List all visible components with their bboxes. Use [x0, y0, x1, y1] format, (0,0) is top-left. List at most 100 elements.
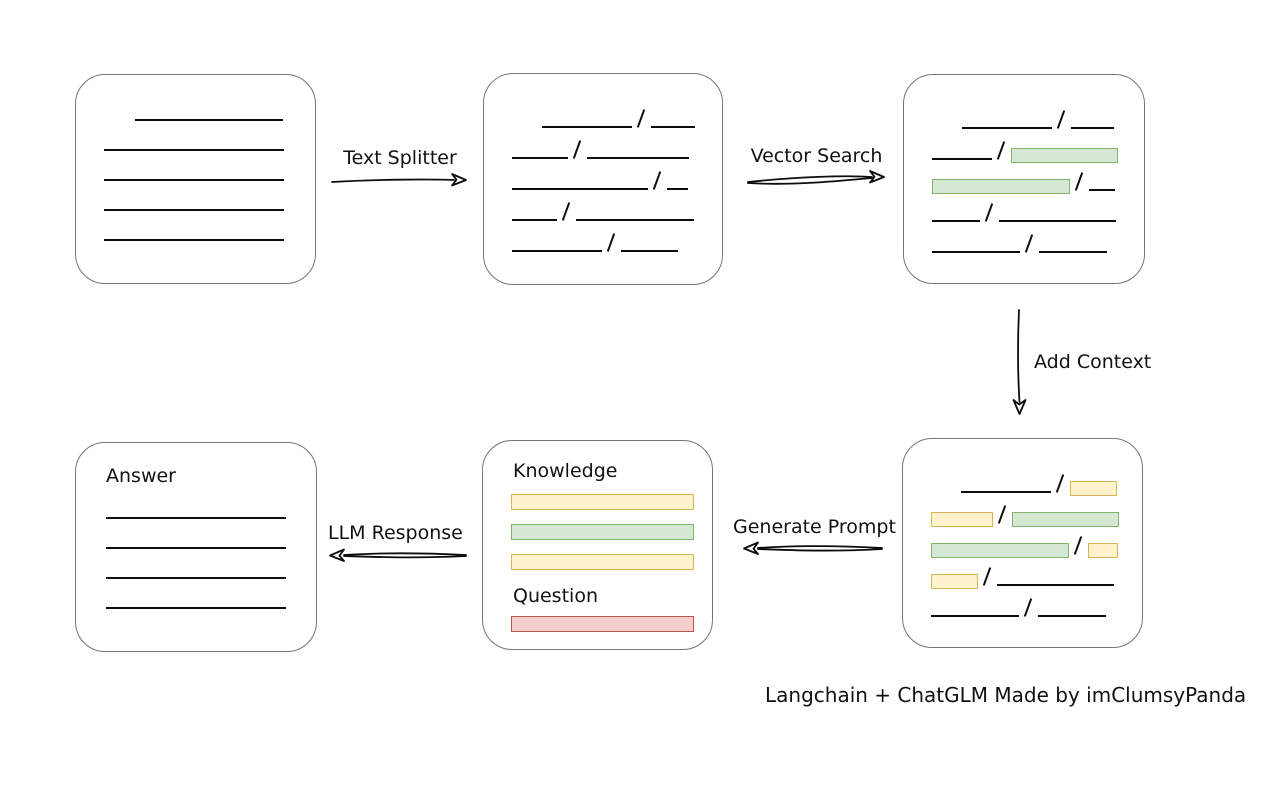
slash-mark [997, 141, 1006, 160]
text-line [104, 239, 284, 241]
text-row [512, 128, 722, 159]
text-line [587, 157, 689, 159]
text-row [104, 151, 315, 181]
text-line [512, 250, 602, 252]
text-line [621, 250, 678, 252]
text-row [932, 129, 1144, 163]
text-row [931, 555, 1142, 589]
text-row [512, 97, 722, 128]
green-highlight [931, 543, 1069, 558]
text-row [932, 98, 1144, 129]
slash-mark [653, 171, 662, 190]
generate-prompt-label: Generate Prompt [733, 516, 896, 538]
text-row [931, 462, 1142, 496]
text-line [135, 119, 283, 121]
text-line [1039, 251, 1107, 253]
slash-mark [1025, 234, 1034, 253]
text-line [932, 158, 992, 160]
slash-mark [1057, 110, 1066, 129]
text-row [104, 211, 315, 241]
add-context-arrow [1012, 309, 1027, 415]
vector-matches-node [903, 74, 1145, 284]
text-line [932, 220, 980, 222]
yellow-highlight [1070, 481, 1117, 496]
knowledge-label: Knowledge [513, 460, 618, 482]
question-label: Question [513, 585, 598, 607]
text-row [932, 222, 1144, 253]
yellow-bar [511, 494, 694, 510]
answer-node: Answer [75, 442, 317, 652]
text-splitter-arrow [331, 173, 467, 187]
matched-lines [904, 75, 1144, 253]
text-line [106, 547, 286, 549]
text-row [932, 191, 1144, 222]
text-line [106, 517, 286, 519]
slash-mark [1056, 474, 1065, 493]
add-context-label: Add Context [1034, 351, 1152, 373]
text-row [104, 91, 315, 121]
text-line [962, 127, 1052, 129]
text-line [104, 179, 284, 181]
generate-prompt-arrow [743, 541, 883, 555]
text-line [997, 584, 1114, 586]
source-document-node [75, 74, 316, 284]
slash-mark [573, 140, 582, 159]
text-line [1038, 615, 1106, 617]
text-line [512, 157, 568, 159]
context-lines [903, 439, 1142, 617]
slash-mark [1074, 536, 1083, 555]
text-line [542, 126, 632, 128]
yellow-highlight [931, 574, 978, 589]
green-highlight [1012, 512, 1119, 527]
vector-search-label: Vector Search [750, 145, 883, 167]
credit-caption: Langchain + ChatGLM Made by imClumsyPand… [765, 683, 1247, 707]
text-line [512, 219, 557, 221]
text-line [106, 607, 286, 609]
text-row [104, 181, 315, 211]
green-highlight [932, 179, 1070, 194]
slash-mark [985, 203, 994, 222]
answer-lines [76, 517, 316, 609]
text-line [961, 491, 1051, 493]
text-line [106, 577, 286, 579]
text-line [512, 188, 648, 190]
knowledge-bars [483, 494, 712, 570]
text-line [667, 188, 688, 190]
text-line [932, 251, 1020, 253]
slash-mark [983, 567, 992, 586]
red-bar [511, 616, 694, 632]
text-row [512, 190, 722, 221]
split-lines [484, 74, 722, 252]
text-row [932, 160, 1144, 194]
green-highlight [1011, 148, 1118, 163]
text-row [512, 159, 722, 190]
text-row [931, 493, 1142, 527]
yellow-bar [511, 554, 694, 570]
context-chunks-node [902, 438, 1143, 648]
text-line [1089, 189, 1115, 191]
yellow-highlight [931, 512, 993, 527]
text-splitter-label: Text Splitter [343, 147, 457, 169]
split-chunks-node [483, 73, 723, 285]
slash-mark [607, 233, 616, 252]
document-lines [76, 75, 315, 241]
text-line [1071, 127, 1114, 129]
llm-response-arrow [329, 548, 467, 562]
green-bar [511, 524, 694, 540]
yellow-highlight [1088, 543, 1118, 558]
text-row [512, 221, 722, 252]
text-row [104, 121, 315, 151]
text-line [104, 149, 284, 151]
slash-mark [637, 109, 646, 128]
llm-response-label: LLM Response [328, 522, 463, 544]
text-row [931, 524, 1142, 558]
text-line [576, 219, 694, 221]
text-line [931, 615, 1019, 617]
text-line [104, 209, 284, 211]
slash-mark [1024, 598, 1033, 617]
slash-mark [1075, 172, 1084, 191]
question-bars [483, 616, 712, 632]
slash-mark [998, 505, 1007, 524]
prompt-node: Knowledge Question [482, 440, 713, 650]
